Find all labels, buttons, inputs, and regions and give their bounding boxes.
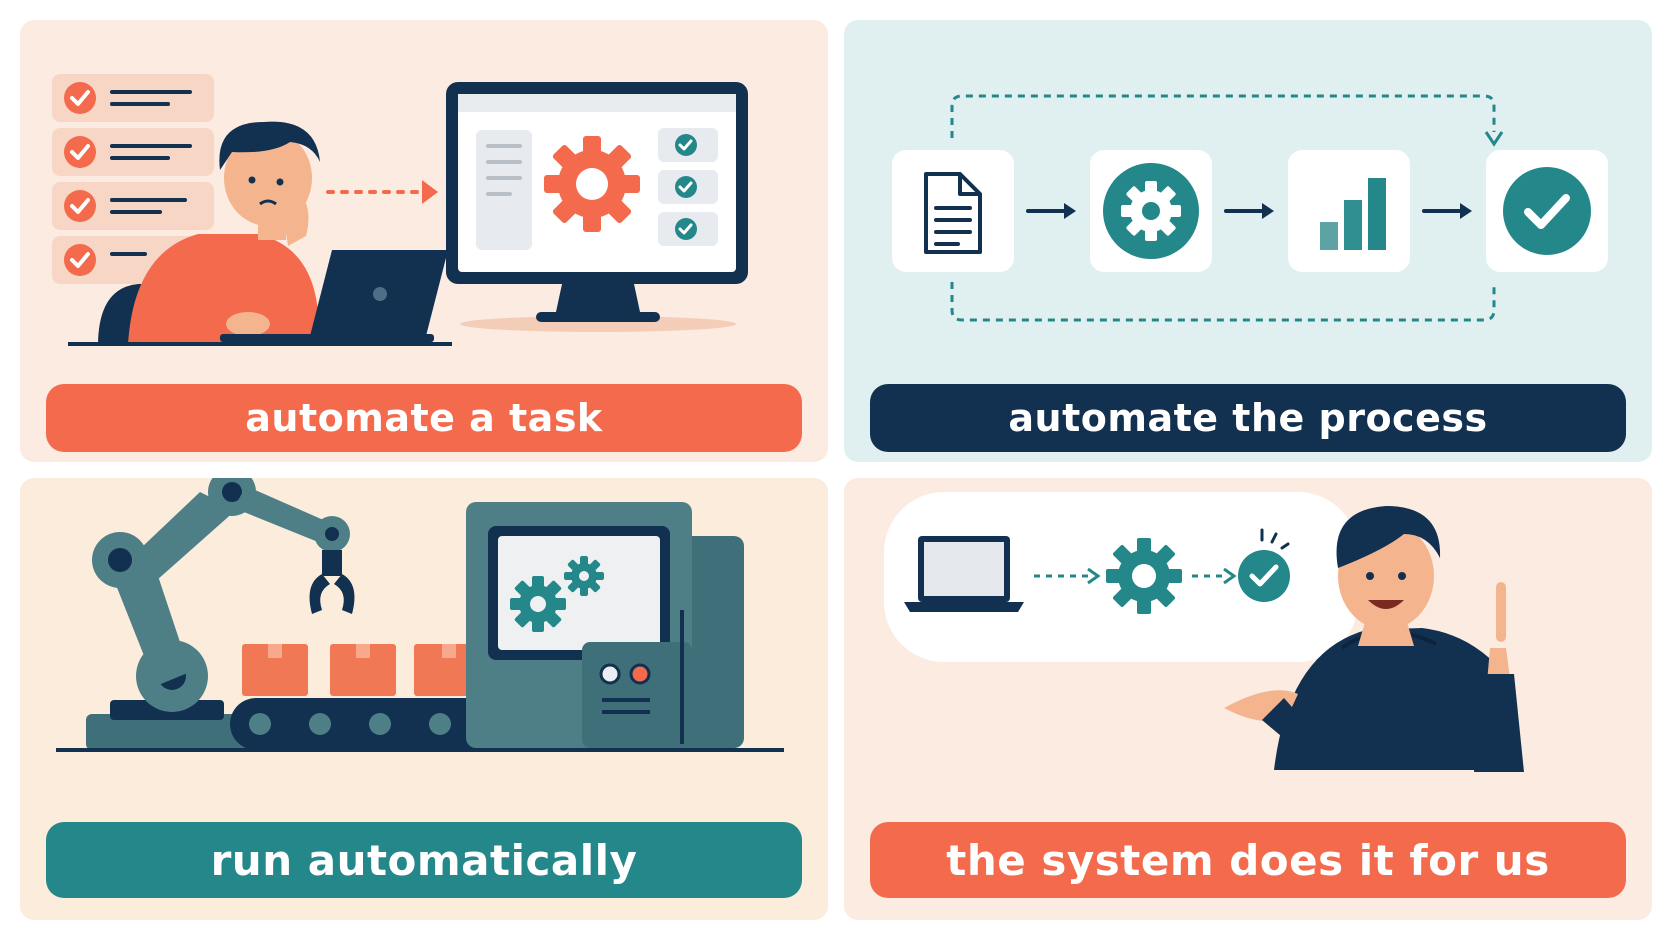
bar-chart-icon: [1288, 150, 1410, 272]
banner-run-automatically: run automatically: [46, 822, 802, 898]
banner-automate-process: automate the process: [870, 384, 1626, 452]
document-icon: [892, 150, 1014, 272]
panel-automate-task: automate a task: [20, 20, 828, 462]
desk-line: [68, 342, 452, 346]
panel-run-automatically: run automatically: [20, 478, 828, 920]
panel-automate-process: automate the process: [844, 20, 1652, 462]
panel-4-illustration: [884, 492, 1524, 772]
tired-person-illustration: [98, 121, 324, 346]
panel-1-illustration: [52, 74, 748, 346]
loop-arrow: [950, 94, 1496, 322]
gear-icon: [544, 136, 640, 232]
robot-arm-icon: [86, 478, 355, 750]
laptop-icon: [904, 536, 1024, 612]
panel-2-illustration: [892, 94, 1608, 322]
gear-icon: [1121, 181, 1181, 241]
checklist-icon: [658, 128, 718, 246]
banner-system-does-it: the system does it for us: [870, 822, 1626, 898]
banner-automate-task: automate a task: [46, 384, 802, 452]
laptop-icon: [220, 250, 448, 342]
machine-icon: [466, 502, 744, 748]
loop-arrowhead: [1484, 131, 1504, 147]
arrow-icon: [1026, 203, 1472, 219]
gear-icon: [1106, 538, 1182, 614]
checklist-icon: [52, 74, 214, 284]
checkmark-icon: [1238, 528, 1290, 602]
panel-3-illustration: [56, 478, 784, 752]
box-icon: [242, 644, 486, 696]
arrow-icon: [1034, 567, 1237, 585]
floor-line: [56, 748, 784, 752]
panel-system-does-it: the system does it for us: [844, 478, 1652, 920]
checkmark-icon: [1486, 150, 1608, 272]
arrow-icon: [326, 180, 438, 204]
gear-icon: [510, 576, 566, 632]
gear-icon: [564, 556, 604, 596]
happy-person-illustration: [1224, 506, 1524, 772]
